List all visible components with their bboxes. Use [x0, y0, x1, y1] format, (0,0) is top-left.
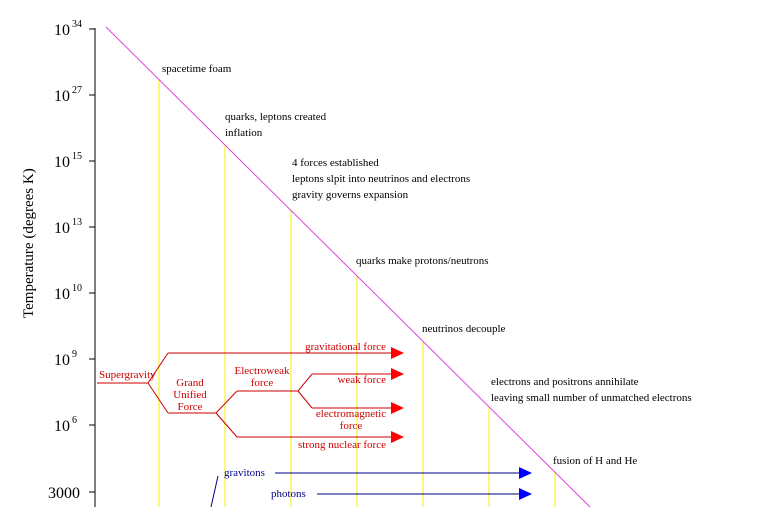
force-arrowhead [391, 368, 404, 380]
photons-label: photons [271, 488, 306, 500]
tick-base: 10 [54, 220, 70, 237]
tick-base: 10 [54, 418, 70, 435]
epoch-guides [158, 79, 556, 507]
epoch-label: inflation [225, 127, 263, 139]
force-branch-line [297, 390, 313, 409]
force-branch-line [215, 412, 238, 438]
epoch-label: 4 forces established [292, 157, 379, 169]
force-branch-line [147, 352, 169, 384]
force-branch-line [147, 382, 169, 414]
tick-label: 3000 [48, 485, 80, 502]
particle-lines [210, 467, 532, 507]
tick-base: 10 [54, 22, 70, 39]
gut-label-line-3: Force [177, 401, 202, 413]
epoch-label: quarks, leptons created [225, 111, 327, 123]
electromagnetic-force-label-line-2: force [340, 420, 363, 432]
electroweak-label-line-2: force [251, 377, 274, 389]
epoch-labels: spacetime foam quarks, leptons created inf… [162, 63, 692, 467]
tick-exponent: 27 [72, 85, 82, 96]
electromagnetic-force-label-line-1: electromagnetic [316, 408, 386, 420]
axis-label: Temperature (degrees K) [21, 168, 37, 318]
weak-force-label: weak force [337, 374, 386, 386]
tick-exponent: 13 [72, 217, 82, 228]
supergravity-label: Supergravity [99, 369, 156, 381]
gravitons-arrowhead [519, 467, 532, 479]
epoch-label: quarks make protons/neutrons [356, 255, 489, 267]
force-arrowhead [391, 347, 404, 359]
force-branch-line [297, 373, 313, 392]
tick-exponent: 9 [72, 349, 77, 360]
tick-base: 10 [54, 352, 70, 369]
gravitons-stem [210, 475, 219, 507]
epoch-label: gravity governs expansion [292, 189, 409, 201]
epoch-label: fusion of H and He [553, 455, 637, 467]
tick-base: 10 [54, 154, 70, 171]
gut-label-line-1: Grand [176, 377, 204, 389]
tick-exponent: 15 [72, 151, 82, 162]
epoch-label: neutrinos decouple [422, 323, 506, 335]
photons-arrowhead [519, 488, 532, 500]
epoch-label: spacetime foam [162, 63, 232, 75]
tick-exponent: 6 [72, 415, 77, 426]
force-branches [97, 347, 404, 443]
gravitational-force-label: gravitational force [305, 341, 386, 353]
epoch-label: electrons and positrons annihilate [491, 376, 639, 388]
epoch-label: leaving small number of unmatched electr… [491, 392, 692, 404]
gravitons-label: gravitons [224, 467, 265, 479]
tick-base: 10 [54, 286, 70, 303]
tick-exponent: 10 [72, 283, 82, 294]
force-arrowhead [391, 402, 404, 414]
epoch-label: leptons slpit into neutrinos and electro… [292, 173, 470, 185]
electroweak-label-line-1: Electroweak [235, 365, 290, 377]
tick-exponent: 34 [72, 19, 82, 30]
force-branch-line [215, 390, 238, 414]
cooling-line [105, 26, 591, 507]
gut-label-line-2: Unified [173, 389, 207, 401]
strong-force-label: strong nuclear force [298, 439, 386, 451]
force-arrowhead [391, 431, 404, 443]
tick-base: 3000 [48, 485, 80, 502]
tick-base: 10 [54, 88, 70, 105]
